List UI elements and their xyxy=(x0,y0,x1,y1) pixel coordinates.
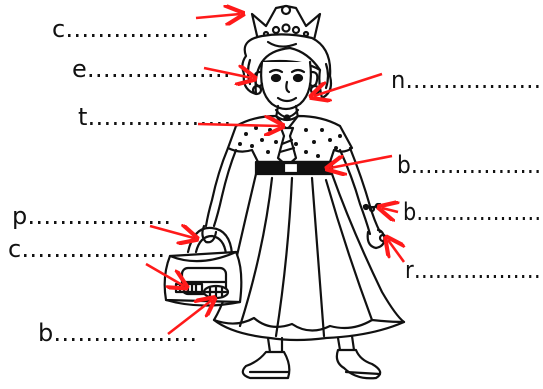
purse-icon xyxy=(165,228,242,306)
brush-icon xyxy=(204,286,228,298)
comb-icon xyxy=(176,284,202,292)
ring-icon xyxy=(380,235,386,241)
